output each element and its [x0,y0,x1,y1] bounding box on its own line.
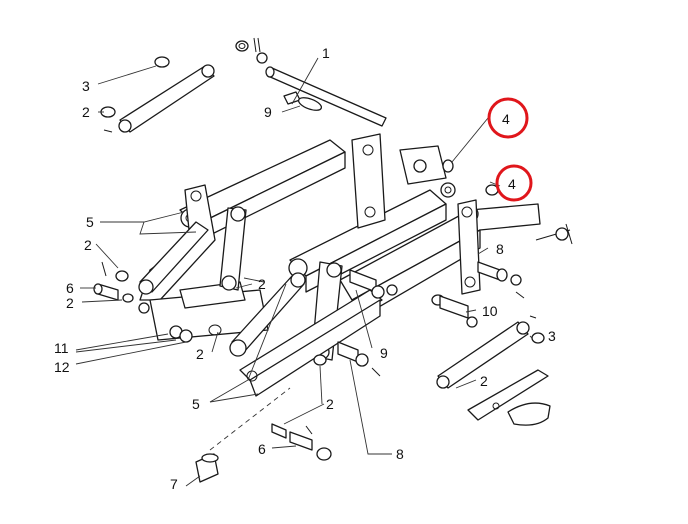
callout-2-middle: 2 [258,276,266,292]
callout-2-lower-middle: 2 [196,346,204,362]
callout-3-top: 3 [82,78,90,94]
callout-5-left: 5 [86,214,94,230]
callout-4-upper: 4 [502,111,510,127]
callout-2-bottom: 2 [326,396,334,412]
top-left-link-part [100,56,215,133]
callout-1: 1 [322,45,330,61]
callout-10: 10 [482,303,498,319]
highlight-circles [487,97,533,202]
callout-8-right: 8 [496,241,504,257]
callout-6-left: 6 [66,280,74,296]
lower-frame-bar-part [239,289,383,397]
callout-labels: 1 3 2 9 4 4 5 2 8 6 2 2 10 11 12 3 2 9 2… [54,45,556,492]
right-top-bracket-part [399,145,456,198]
callout-5-bottom: 5 [192,396,200,412]
bottom-right-link-part [436,315,545,389]
callout-11: 11 [54,340,69,356]
left-pins-group [93,261,193,343]
callout-2-left-lower: 2 [66,295,74,311]
bottom-right-bracket-part [467,369,551,426]
callout-9-middle: 9 [380,345,388,361]
left-link-part [138,221,209,295]
lower-left-link-part [229,272,306,357]
callout-3-right: 3 [548,328,556,344]
callout-2-top: 2 [82,104,90,120]
callout-8-bottom: 8 [396,446,404,462]
callout-7: 7 [170,476,178,492]
callout-2-left-upper: 2 [84,237,92,253]
callout-4-lower: 4 [508,176,516,192]
highlight-circle-4-upper [487,97,529,139]
bottom-pins-group [195,354,332,483]
callout-6-bottom: 6 [258,441,266,457]
callout-12: 12 [54,359,70,375]
callout-9-top: 9 [264,104,272,120]
middle-pins-group [337,269,398,377]
middle-vertical-link-part [219,206,247,291]
top-washer-part [235,37,323,111]
highlight-circle-4-lower [495,164,533,202]
callout-2-right: 2 [480,373,488,389]
right-side-plate-part [457,199,481,295]
cross-rod-part [265,66,387,127]
right-pins-group [431,184,573,328]
central-plate-part [351,133,386,229]
leader-lines [75,57,533,487]
